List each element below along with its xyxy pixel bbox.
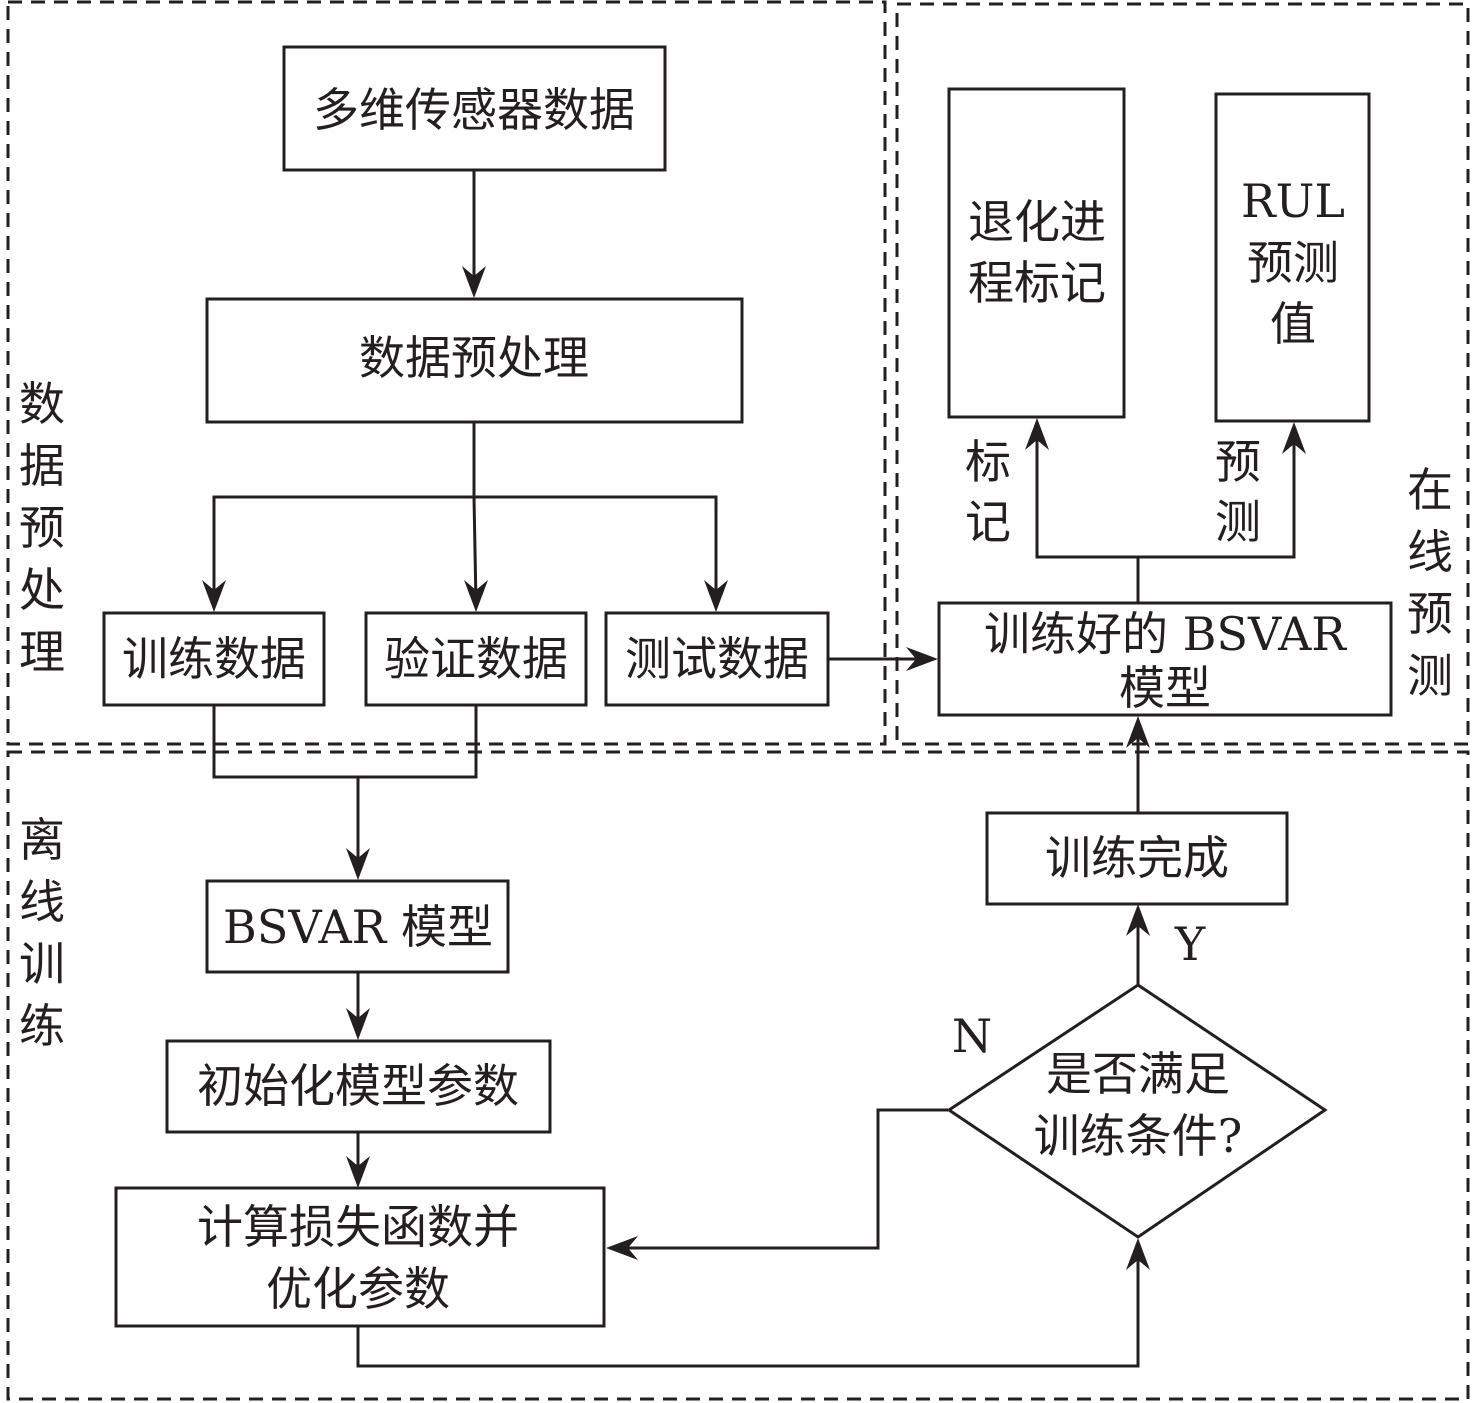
arrowhead-left [606, 1236, 638, 1260]
node-validation-data: 验证数据 [364, 611, 588, 707]
arrowhead-up [1282, 422, 1306, 454]
edge-model-to-rul [1138, 430, 1296, 559]
edge-label-char: 标 [965, 435, 1011, 489]
arrowhead-down [346, 848, 370, 880]
edge-label-mark: 标 记 [965, 435, 1011, 549]
arrowhead-up [1126, 1238, 1150, 1270]
node-label-line1: 训练好的 BSVAR [984, 607, 1347, 661]
region-label-char: 练 [19, 999, 65, 1053]
node-bsvar-model: BSVAR 模型 [205, 879, 510, 974]
region-label-char: 预 [19, 501, 65, 555]
node-label-line2: 模型 [1119, 661, 1211, 715]
edge-label-char: 测 [1215, 495, 1261, 549]
connectors [212, 170, 1296, 1368]
arrowhead-right [906, 647, 938, 671]
node-label-line3: 值 [1270, 297, 1316, 351]
node-decision-training-condition: 是否满足 训练条件? [946, 983, 1328, 1239]
arrowhead-down [462, 266, 486, 298]
edge-label-yes: Y [1174, 917, 1206, 971]
arrowhead-up [1126, 904, 1150, 936]
node-degradation-marking: 退化进 程标记 [947, 87, 1126, 419]
region-label-char: 数 [19, 377, 65, 431]
node-label: 初始化模型参数 [197, 1059, 519, 1113]
edge-preprocess-to-test [474, 495, 718, 604]
node-label-line2: 训练条件? [1034, 1109, 1243, 1163]
edge-label-char: 记 [965, 495, 1011, 549]
node-label-line1: RUL [1241, 174, 1345, 228]
edge-preprocess-to-valid [472, 496, 478, 605]
region-label-char: 处 [19, 563, 65, 617]
arrowhead-down [704, 580, 728, 612]
region-label-char: 理 [19, 625, 65, 679]
node-label: BSVAR 模型 [223, 900, 493, 954]
node-label: 数据预处理 [359, 331, 589, 385]
arrowhead-down [202, 580, 226, 612]
arrowhead-down [346, 1156, 370, 1188]
arrowhead-up [1025, 418, 1049, 450]
region-label-char: 训 [19, 937, 65, 991]
node-training-data: 训练数据 [102, 611, 326, 707]
node-training-complete: 训练完成 [985, 811, 1289, 906]
node-label-line1: 退化进 [968, 195, 1106, 249]
edge-model-to-degradation [1035, 426, 1140, 603]
node-init-params: 初始化模型参数 [165, 1039, 552, 1134]
region-label-online-prediction: 在 线 预 测 [1407, 463, 1453, 703]
node-label: 训练数据 [122, 632, 306, 686]
node-test-data: 测试数据 [604, 611, 830, 707]
node-trained-bsvar-model: 训练好的 BSVAR 模型 [937, 601, 1393, 717]
edge-decision-no-to-loss [612, 1108, 948, 1250]
edge-label-no: N [952, 1009, 992, 1063]
node-label-line1: 是否满足 [1046, 1047, 1230, 1101]
edge-label-predict: 预 测 [1215, 435, 1261, 549]
node-label-line2: 优化参数 [266, 1262, 450, 1316]
region-label-offline-training: 离 线 训 练 [19, 813, 65, 1053]
region-label-char: 在 [1407, 463, 1453, 517]
node-label: 测试数据 [625, 632, 809, 686]
arrowhead-down [464, 580, 488, 612]
region-label-char: 线 [1407, 525, 1453, 579]
node-label: 多维传感器数据 [313, 83, 635, 137]
edge-preprocess-to-train [212, 422, 476, 604]
node-label-line2: 程标记 [968, 256, 1106, 310]
node-label-line2: 预测 [1247, 236, 1339, 290]
node-label: 验证数据 [384, 632, 568, 686]
region-data-preprocessing [6, 0, 887, 746]
node-rul-prediction: RUL 预测 值 [1214, 92, 1371, 423]
node-label-line1: 计算损失函数并 [197, 1200, 519, 1254]
region-label-char: 预 [1407, 587, 1453, 641]
edge-train-valid-merge [212, 706, 478, 779]
region-label-char: 线 [19, 875, 65, 929]
edge-loss-to-decision [356, 1246, 1140, 1368]
arrowheads [202, 266, 1306, 1270]
region-offline-training [6, 750, 1470, 1401]
region-online-prediction [895, 2, 1470, 746]
node-label: 训练完成 [1045, 831, 1229, 885]
region-label-data-preprocessing: 数 据 预 处 理 [19, 377, 65, 679]
node-loss-optimize: 计算损失函数并 优化参数 [114, 1186, 606, 1328]
arrowhead-up [1126, 716, 1150, 748]
node-data-preprocessing: 数据预处理 [205, 297, 744, 424]
region-label-char: 测 [1407, 649, 1453, 703]
arrowhead-down [346, 1008, 370, 1040]
region-label-char: 据 [19, 439, 65, 493]
region-label-char: 离 [19, 813, 65, 867]
edge-label-char: 预 [1215, 435, 1261, 489]
node-sensor-data: 多维传感器数据 [282, 45, 667, 172]
